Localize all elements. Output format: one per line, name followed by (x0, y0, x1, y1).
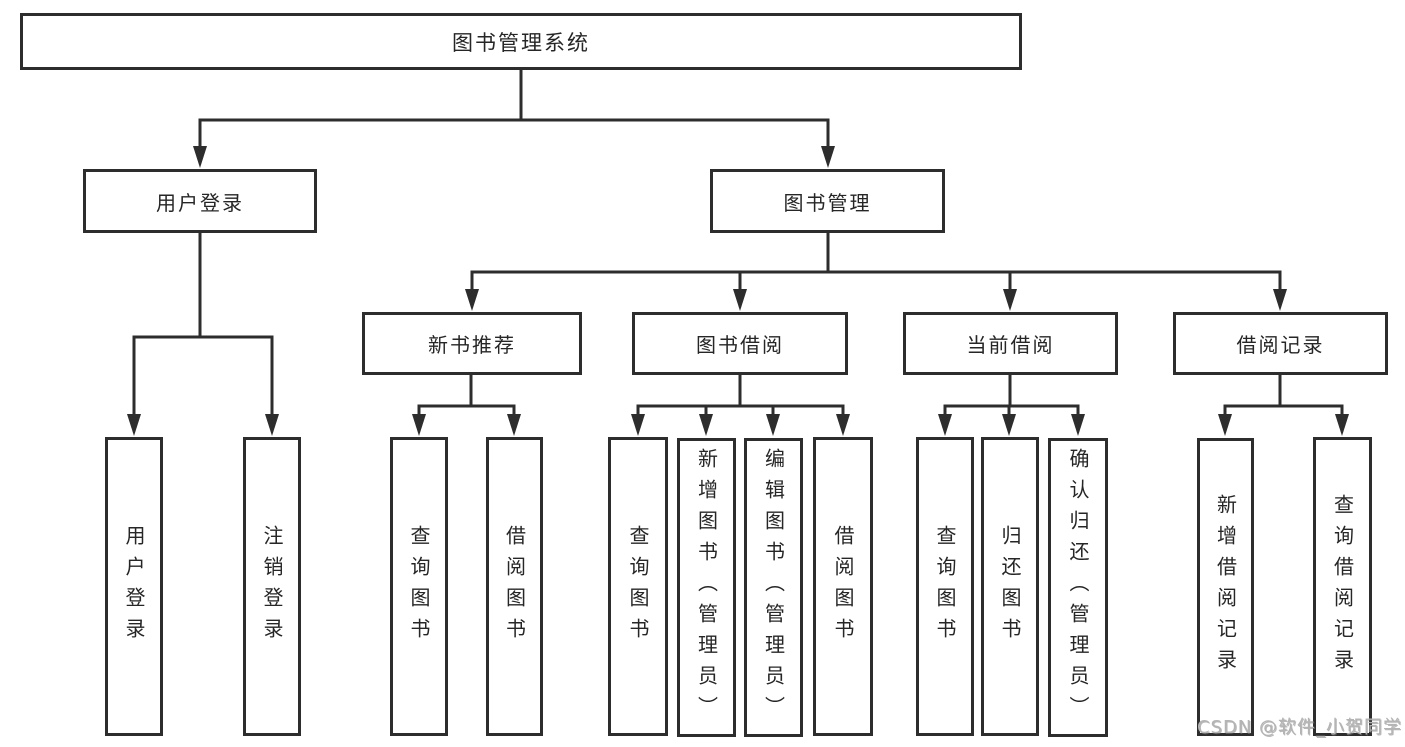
node-current-borrowing: 当前借阅 (903, 312, 1118, 375)
node-book-borrowing: 图书借阅 (632, 312, 848, 375)
leaf-return-book: 归还图书 (981, 437, 1039, 736)
node-library-management-system: 图书管理系统 (20, 13, 1022, 70)
leaf-add-borrow-record: 新增借阅记录 (1197, 438, 1254, 736)
watermark-text: CSDN @软件_小贺同学 (1196, 717, 1402, 738)
leaf-confirm-return-admin: 确认归还（管理员） (1048, 438, 1108, 737)
leaf-borrow-books-borrowing: 借阅图书 (813, 437, 873, 736)
arrowhead-icons (127, 146, 1349, 436)
node-book-management: 图书管理 (710, 169, 945, 233)
leaf-user-login: 用户登录 (105, 437, 163, 736)
leaf-query-books-recommend: 查询图书 (390, 437, 448, 736)
node-user-login: 用户登录 (83, 169, 317, 233)
leaf-edit-book-admin: 编辑图书（管理员） (744, 438, 803, 737)
leaf-borrow-books-recommend: 借阅图书 (486, 437, 543, 736)
node-borrow-records: 借阅记录 (1173, 312, 1388, 375)
leaf-logout: 注销登录 (243, 437, 301, 736)
leaf-query-books-borrowing: 查询图书 (608, 437, 668, 736)
leaf-query-borrow-record: 查询借阅记录 (1313, 437, 1372, 736)
node-new-book-recommend: 新书推荐 (362, 312, 582, 375)
leaf-add-book-admin: 新增图书（管理员） (677, 438, 736, 737)
leaf-query-books-current: 查询图书 (916, 437, 974, 736)
